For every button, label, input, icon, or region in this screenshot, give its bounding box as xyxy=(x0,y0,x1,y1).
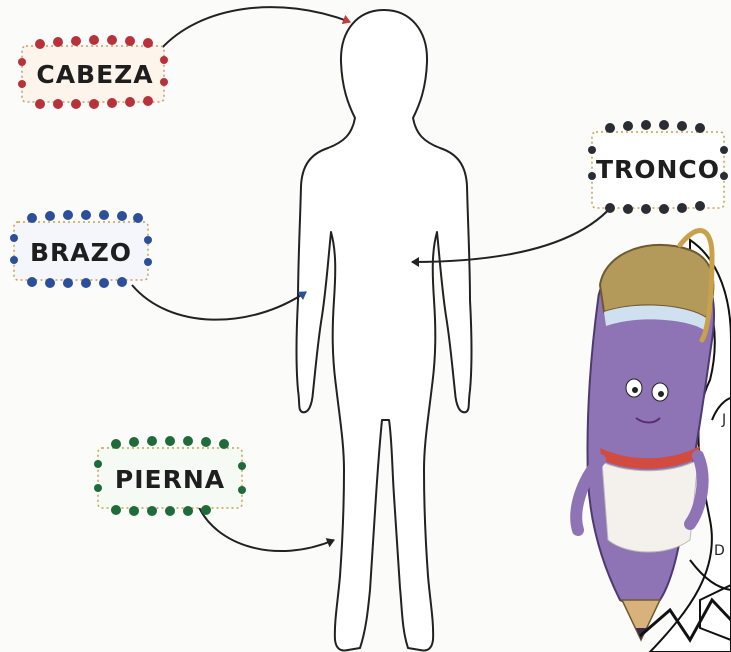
label-tronco-text: TRONCO xyxy=(596,155,720,184)
arrow-pierna xyxy=(198,505,334,551)
label-cabeza-text: CABEZA xyxy=(36,60,153,89)
label-cabeza: CABEZA xyxy=(18,35,168,109)
label-brazo: BRAZO xyxy=(10,210,152,288)
label-brazo-text: BRAZO xyxy=(30,238,132,267)
corner-letter-j: J xyxy=(721,412,726,428)
corner-letter-d: D xyxy=(714,543,725,559)
label-tronco: TRONCO xyxy=(588,120,728,214)
human-silhouette xyxy=(297,10,472,651)
arrow-brazo xyxy=(132,285,306,320)
pencil-character-illustration: J D xyxy=(576,231,731,652)
label-pierna: PIERNA xyxy=(94,436,246,516)
pencil-apron xyxy=(602,460,698,552)
label-pierna-text: PIERNA xyxy=(115,465,225,494)
arrow-cabeza xyxy=(160,7,350,50)
